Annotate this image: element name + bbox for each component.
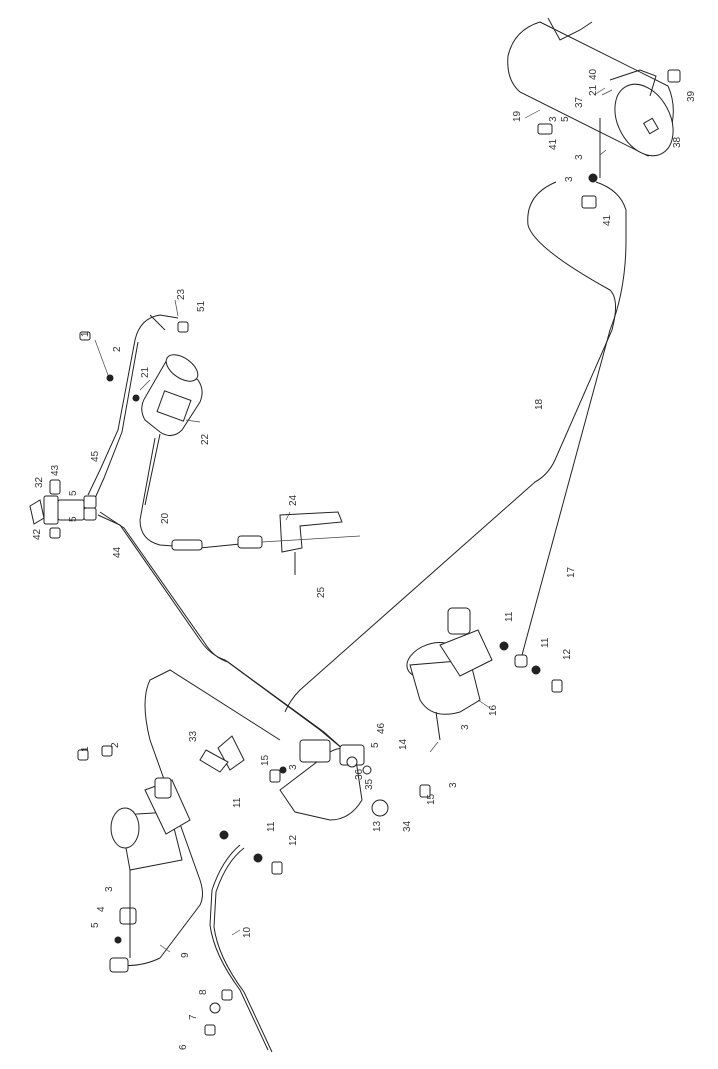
air-chamber-lower bbox=[109, 777, 191, 973]
label-5d: 5 bbox=[370, 742, 381, 748]
label-5b: 5 bbox=[68, 516, 79, 522]
hand-control-valve-32 bbox=[29, 479, 97, 539]
label-3f: 3 bbox=[288, 764, 299, 770]
label-11c: 11 bbox=[232, 797, 243, 808]
label-46: 46 bbox=[376, 722, 387, 734]
label-37: 37 bbox=[574, 96, 585, 108]
label-1a: 1 bbox=[80, 331, 91, 337]
label-11d: 11 bbox=[266, 821, 277, 832]
part-labels: 1 2 21 22 23 51 45 32 43 5 5 42 44 20 24… bbox=[32, 68, 697, 1050]
label-39: 39 bbox=[686, 90, 697, 102]
label-5e: 5 bbox=[90, 922, 101, 928]
label-5c: 5 bbox=[560, 116, 571, 122]
bracket-24 bbox=[261, 511, 361, 575]
label-8: 8 bbox=[198, 989, 209, 995]
label-2a: 2 bbox=[112, 346, 123, 352]
label-9: 9 bbox=[180, 952, 191, 958]
label-18: 18 bbox=[534, 398, 545, 410]
label-43: 43 bbox=[50, 464, 61, 476]
label-33: 33 bbox=[188, 730, 199, 742]
label-23: 23 bbox=[176, 288, 187, 300]
center-valve-assembly bbox=[199, 735, 389, 821]
brake-line-18 bbox=[284, 181, 616, 713]
air-chamber-22 bbox=[141, 314, 203, 506]
label-38: 38 bbox=[672, 136, 683, 148]
label-16: 16 bbox=[488, 704, 499, 716]
brake-line-17 bbox=[521, 181, 627, 656]
label-3b: 3 bbox=[574, 154, 585, 160]
label-34: 34 bbox=[402, 820, 413, 832]
label-45: 45 bbox=[90, 450, 101, 462]
label-11b: 11 bbox=[540, 637, 551, 648]
air-chamber-16 bbox=[406, 607, 493, 741]
label-22: 22 bbox=[200, 433, 211, 445]
label-4: 4 bbox=[96, 906, 107, 912]
label-3a: 3 bbox=[548, 116, 559, 122]
air-tank bbox=[507, 17, 681, 157]
small-fittings bbox=[77, 321, 563, 1036]
line-20 bbox=[139, 437, 263, 551]
label-19: 19 bbox=[512, 110, 523, 122]
label-21b: 21 bbox=[588, 84, 599, 96]
label-24: 24 bbox=[288, 494, 299, 506]
label-41b: 41 bbox=[602, 214, 613, 226]
label-13: 13 bbox=[372, 820, 383, 832]
label-44: 44 bbox=[112, 546, 123, 558]
label-5a: 5 bbox=[68, 490, 79, 496]
label-6: 6 bbox=[178, 1044, 189, 1050]
label-51: 51 bbox=[196, 300, 207, 312]
label-11a: 11 bbox=[504, 611, 515, 622]
label-3c: 3 bbox=[564, 176, 575, 182]
label-3e: 3 bbox=[448, 782, 459, 788]
label-17: 17 bbox=[566, 566, 577, 578]
brake-line-9 bbox=[111, 669, 281, 967]
label-41a: 41 bbox=[548, 138, 559, 150]
label-7: 7 bbox=[188, 1014, 199, 1020]
label-15b: 15 bbox=[260, 754, 271, 766]
hose-lines-45-44 bbox=[87, 314, 354, 759]
leader-lines bbox=[94, 87, 607, 953]
label-40: 40 bbox=[588, 68, 599, 80]
label-14: 14 bbox=[398, 738, 409, 750]
label-32: 32 bbox=[34, 476, 45, 488]
label-42: 42 bbox=[32, 528, 43, 540]
label-15a: 15 bbox=[426, 793, 437, 805]
label-2b: 2 bbox=[110, 742, 121, 748]
label-10: 10 bbox=[242, 926, 253, 938]
label-3d: 3 bbox=[460, 724, 471, 730]
label-20: 20 bbox=[160, 512, 171, 524]
brake-line-10 bbox=[209, 844, 273, 1053]
label-1b: 1 bbox=[80, 746, 91, 752]
tank-drain-fittings bbox=[537, 118, 601, 209]
label-25: 25 bbox=[316, 586, 327, 598]
label-12b: 12 bbox=[288, 834, 299, 846]
label-21: 21 bbox=[140, 366, 151, 378]
label-12a: 12 bbox=[562, 648, 573, 660]
label-35: 35 bbox=[364, 778, 375, 790]
label-3g: 3 bbox=[104, 886, 115, 892]
label-36: 36 bbox=[354, 768, 365, 780]
